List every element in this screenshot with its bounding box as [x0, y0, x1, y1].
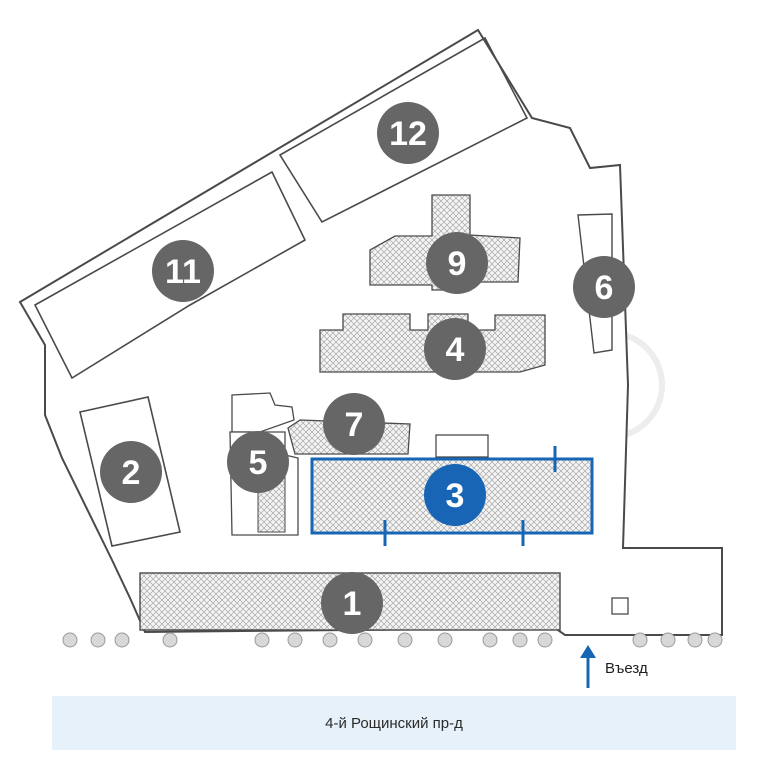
street-band — [52, 696, 736, 750]
marker-12[interactable]: 12 — [377, 102, 439, 164]
marker-11[interactable]: 11 — [152, 240, 214, 302]
marker-5-label: 5 — [249, 444, 268, 482]
marker-1[interactable]: 1 — [321, 572, 383, 634]
tree-row — [62, 632, 723, 648]
building-12-outline — [278, 36, 529, 224]
marker-9-label: 9 — [448, 245, 467, 283]
entry-arrow-icon — [580, 645, 596, 688]
street-name: 4-й Рощинский пр-д — [325, 715, 463, 732]
marker-7-label: 7 — [345, 406, 364, 444]
marker-4-label: 4 — [446, 331, 465, 369]
marker-2[interactable]: 2 — [100, 441, 162, 503]
small-structure — [435, 434, 489, 458]
entry-label: Въезд — [605, 660, 648, 677]
building-11-outline — [33, 170, 307, 380]
small-kiosk — [611, 597, 629, 615]
marker-11-label: 11 — [165, 253, 201, 291]
marker-1-label: 1 — [343, 585, 362, 623]
marker-7[interactable]: 7 — [323, 393, 385, 455]
marker-2-label: 2 — [122, 454, 141, 492]
marker-6-label: 6 — [595, 269, 614, 307]
building-2-outline — [79, 396, 181, 547]
marker-3[interactable]: 3 — [424, 464, 486, 526]
marker-5[interactable]: 5 — [227, 431, 289, 493]
marker-12-label: 12 — [389, 115, 427, 153]
marker-9[interactable]: 9 — [426, 232, 488, 294]
marker-6[interactable]: 6 — [573, 256, 635, 318]
marker-4[interactable]: 4 — [424, 318, 486, 380]
marker-3-label: 3 — [446, 477, 465, 515]
